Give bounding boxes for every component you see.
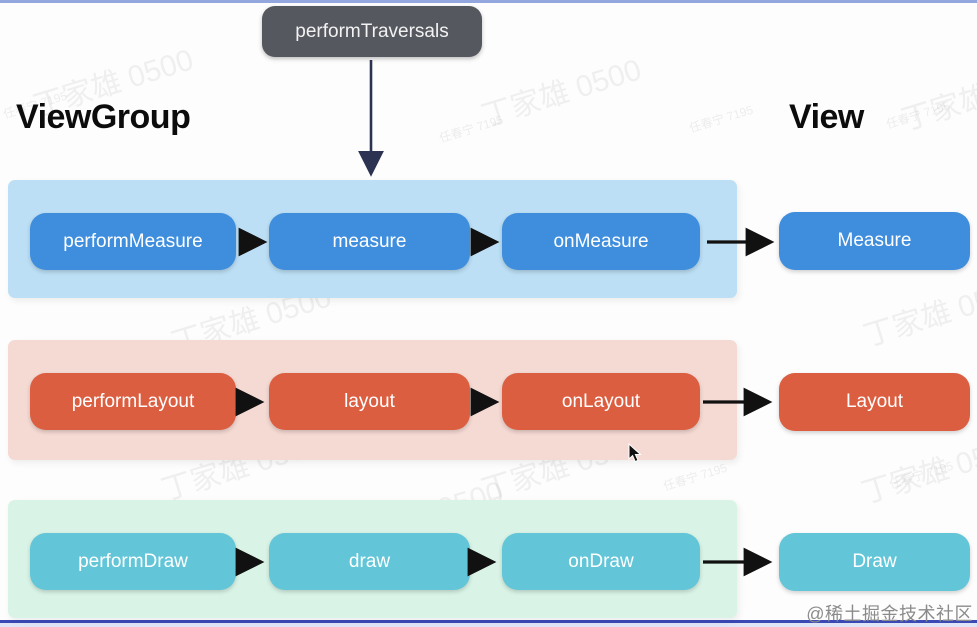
flow-node-onmeasure: onMeasure — [502, 213, 700, 270]
watermark-text-small: 任春宁 7195 — [687, 102, 755, 136]
flow-node-view-measure: Measure — [779, 212, 970, 270]
mouse-cursor-icon — [628, 443, 642, 463]
flow-node-performtraversals: performTraversals — [262, 6, 482, 57]
flow-node-draw: draw — [269, 533, 470, 590]
flow-node-onlayout: onLayout — [502, 373, 700, 430]
flow-node-measure: measure — [269, 213, 470, 270]
watermark-text: 丁家雄 0500 — [477, 53, 646, 134]
watermark-text: 丁家雄 0500 — [857, 430, 977, 511]
viewgroup-title: ViewGroup — [16, 98, 191, 136]
flow-node-view-layout: Layout — [779, 373, 970, 431]
window-top-border — [0, 0, 977, 3]
flow-node-view-draw: Draw — [779, 533, 970, 591]
watermark-text: 丁家雄 0500 — [897, 57, 977, 138]
watermark-text-small: 任春宁 7195 — [437, 112, 505, 146]
flow-node-performmeasure: performMeasure — [30, 213, 236, 270]
view-title: View — [789, 98, 864, 136]
window-bottom-border — [0, 620, 977, 623]
flow-node-layout: layout — [269, 373, 470, 430]
flow-node-performdraw: performDraw — [30, 533, 236, 590]
watermark-text: 丁家雄 0500 — [859, 273, 977, 354]
watermark-text-small: 任春宁 7195 — [661, 460, 729, 494]
watermark-text-small: 任春宁 7195 — [884, 98, 952, 132]
community-watermark: @稀土掘金技术社区 — [806, 604, 973, 624]
window-bottom-glow — [0, 623, 977, 627]
flow-node-ondraw: onDraw — [502, 533, 700, 590]
watermark-text-small: 任春宁 7195 — [887, 458, 955, 492]
flow-node-performlayout: performLayout — [30, 373, 236, 430]
